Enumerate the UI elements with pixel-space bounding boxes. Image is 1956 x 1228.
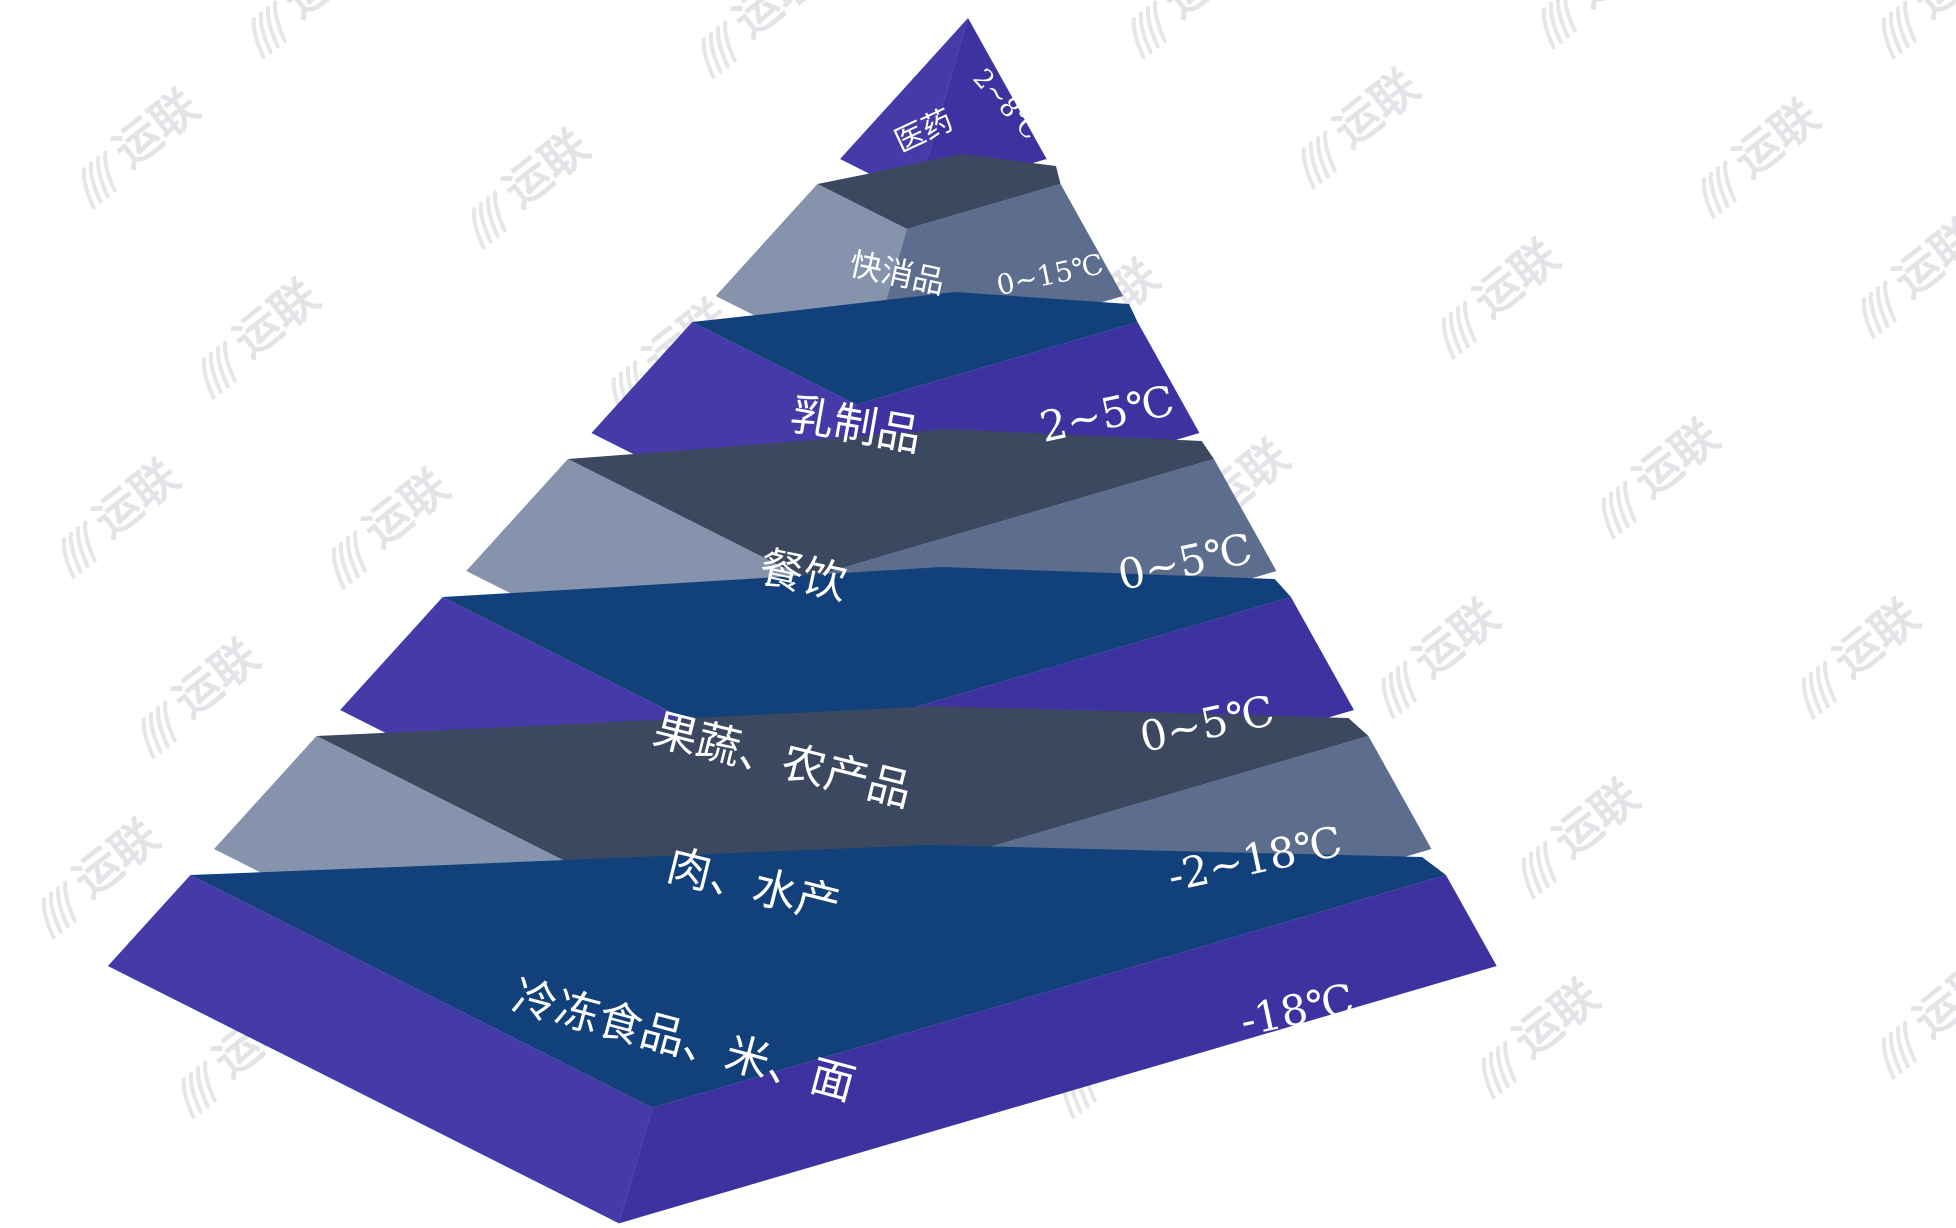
watermark-text: 运联 [1503, 968, 1609, 1067]
watermark-swoosh-icon [1301, 130, 1337, 190]
watermark-swoosh-icon [1881, 1020, 1917, 1080]
watermark-swoosh-icon [1381, 660, 1417, 720]
watermark-logo: 运联 [1861, 208, 1956, 340]
watermark-text: 运联 [103, 78, 209, 177]
tier-front-face [107, 875, 653, 1224]
tier-top-surface [692, 292, 1138, 405]
watermark-logo: 运联 [1131, 0, 1259, 60]
pyramid [107, 18, 1497, 1224]
watermark-logo: 运联 [41, 808, 169, 940]
watermark-text: 运联 [1903, 948, 1956, 1047]
watermark-logo: 运联 [1881, 0, 1956, 60]
watermark-swoosh-icon [331, 530, 367, 590]
watermark-logo: 运联 [201, 268, 329, 400]
watermark-logo: 运联 [1441, 228, 1569, 360]
watermark-text: 运联 [163, 628, 269, 727]
watermark-text: 运联 [83, 448, 189, 547]
watermark-logo: 运联 [1701, 88, 1829, 220]
watermark-logo: 运联 [1801, 588, 1929, 720]
watermark-text: 运联 [1823, 588, 1929, 687]
watermark-swoosh-icon [61, 520, 97, 580]
watermark-text: 运联 [1463, 228, 1569, 327]
watermark-swoosh-icon [1601, 480, 1637, 540]
watermark-swoosh-icon [141, 700, 177, 760]
watermark-logo: 运联 [141, 628, 269, 760]
watermark-text: 运联 [1323, 58, 1429, 157]
watermark-text: 运联 [353, 458, 459, 557]
watermark-text: 运联 [1883, 208, 1956, 307]
watermark-text: 运联 [1723, 88, 1829, 187]
watermark-swoosh-icon [81, 150, 117, 210]
watermark-logo: 运联 [1481, 968, 1609, 1100]
watermark-logo: 运联 [1381, 588, 1509, 720]
watermark-swoosh-icon [251, 0, 287, 60]
watermark-logo: 运联 [331, 458, 459, 590]
tier-front-face [840, 18, 968, 198]
tier-top-surface [190, 845, 1446, 1108]
watermark-text: 运联 [1623, 408, 1729, 507]
watermark-swoosh-icon [1861, 280, 1897, 340]
watermark-logo: 运联 [1301, 58, 1429, 190]
watermark-logo: 运联 [61, 448, 189, 580]
tier-top-surface [442, 567, 1291, 755]
tier-top-surface [567, 429, 1214, 579]
watermark-logo: 运联 [1881, 948, 1956, 1080]
watermark-swoosh-icon [1541, 0, 1577, 50]
tier-top-surface [316, 706, 1369, 931]
watermark-logo: 运联 [251, 0, 379, 60]
watermark-logo: 运联 [701, 0, 829, 80]
watermark-logo: 运联 [471, 118, 599, 250]
tier-side-face [618, 875, 1497, 1224]
watermark-text: 运联 [273, 0, 379, 28]
watermark-logo: 运联 [1601, 408, 1729, 540]
watermark-text: 运联 [1543, 768, 1649, 867]
watermark-text: 运联 [723, 0, 829, 48]
watermark-swoosh-icon [1441, 300, 1477, 360]
watermark-swoosh-icon [41, 880, 77, 940]
watermark-swoosh-icon [471, 190, 507, 250]
tier-side-face [916, 18, 1047, 198]
watermark-logo: 运联 [1541, 0, 1669, 50]
watermark-text: 运联 [1403, 588, 1509, 687]
watermark-logo: 运联 [81, 78, 209, 210]
watermark-swoosh-icon [201, 340, 237, 400]
pyramid-tier [107, 845, 1497, 1224]
watermark-swoosh-icon [701, 20, 737, 80]
watermark-text: 运联 [493, 118, 599, 217]
watermark-text: 运联 [223, 268, 329, 367]
tier-top-surface [817, 154, 1061, 230]
watermark-text: 运联 [1903, 0, 1956, 28]
watermark-swoosh-icon [1131, 0, 1167, 60]
watermark-swoosh-icon [1521, 840, 1557, 900]
pyramid-tier [840, 18, 1047, 198]
watermark-swoosh-icon [181, 1060, 217, 1120]
watermark-logo: 运联 [1521, 768, 1649, 900]
watermark-swoosh-icon [1801, 660, 1837, 720]
watermark-text: 运联 [63, 808, 169, 907]
watermark-swoosh-icon [1881, 0, 1917, 60]
watermark-swoosh-icon [1701, 160, 1737, 220]
watermark-text: 运联 [1153, 0, 1259, 28]
watermark-text: 运联 [1563, 0, 1669, 18]
watermark-swoosh-icon [1481, 1040, 1517, 1100]
